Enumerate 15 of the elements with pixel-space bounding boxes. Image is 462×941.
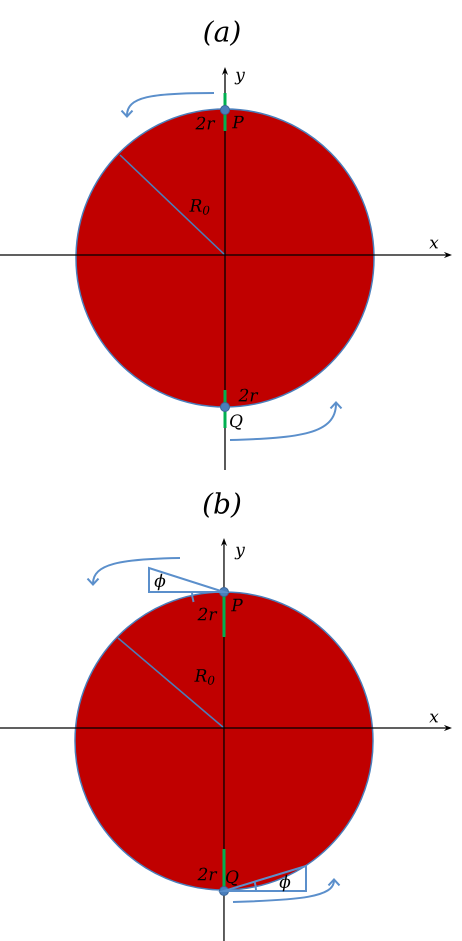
axis-label: y (234, 546, 245, 560)
dimension-label: 2r (197, 868, 218, 880)
panel-label: (a) (204, 20, 240, 46)
point-label: P (231, 598, 243, 612)
dimension-label: 2r (195, 116, 216, 130)
point-label: P (232, 116, 244, 128)
panel-label: (b) (204, 492, 240, 518)
axis-label: y (234, 72, 245, 84)
dimension-label: 2r (197, 608, 218, 620)
point-label: Q (230, 414, 242, 430)
radius-label: R$_{0}$ (194, 669, 214, 685)
axis-label: x (429, 714, 439, 722)
axis-label: x (429, 240, 439, 248)
radius-label: R$_{0}$ (189, 199, 210, 215)
dimension-label: 2r (238, 388, 258, 402)
